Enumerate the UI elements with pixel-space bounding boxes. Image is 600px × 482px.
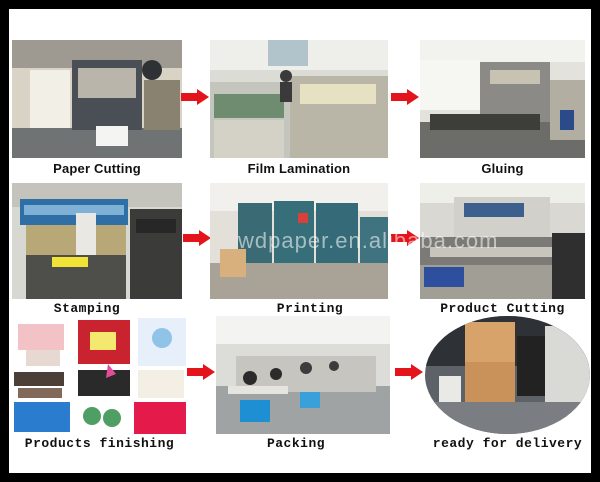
step-label-printing: Printing <box>276 301 344 316</box>
products-finishing-collage <box>12 318 187 435</box>
step-label-film-lamination: Film Lamination <box>247 161 351 176</box>
right-arrow-icon <box>395 364 423 380</box>
step-label-product-cutting: Product Cutting <box>440 301 565 316</box>
step-label-gluing: Gluing <box>481 161 524 176</box>
packing-photo <box>216 316 390 434</box>
ready-for-delivery-photo <box>425 316 590 434</box>
right-arrow-icon <box>187 364 215 380</box>
step-label-stamping: Stamping <box>53 301 121 316</box>
gluing-photo <box>420 40 585 158</box>
step-label-packing: Packing <box>266 436 326 451</box>
printing-photo <box>210 183 388 299</box>
product-cutting-photo <box>420 183 585 299</box>
stamping-photo <box>12 183 182 299</box>
watermark: wdpaper.en.alibaba.com <box>238 228 499 253</box>
film-lamination-photo <box>210 40 388 158</box>
step-label-ready-for-delivery: ready for delivery <box>432 436 583 451</box>
right-arrow-icon <box>391 89 419 105</box>
right-arrow-icon <box>391 230 419 246</box>
step-label-products-finishing: Products finishing <box>24 436 175 451</box>
right-arrow-icon <box>183 230 211 246</box>
paper-cutting-photo <box>12 40 182 158</box>
right-arrow-icon <box>181 89 209 105</box>
step-label-paper-cutting: Paper Cutting <box>53 161 141 176</box>
